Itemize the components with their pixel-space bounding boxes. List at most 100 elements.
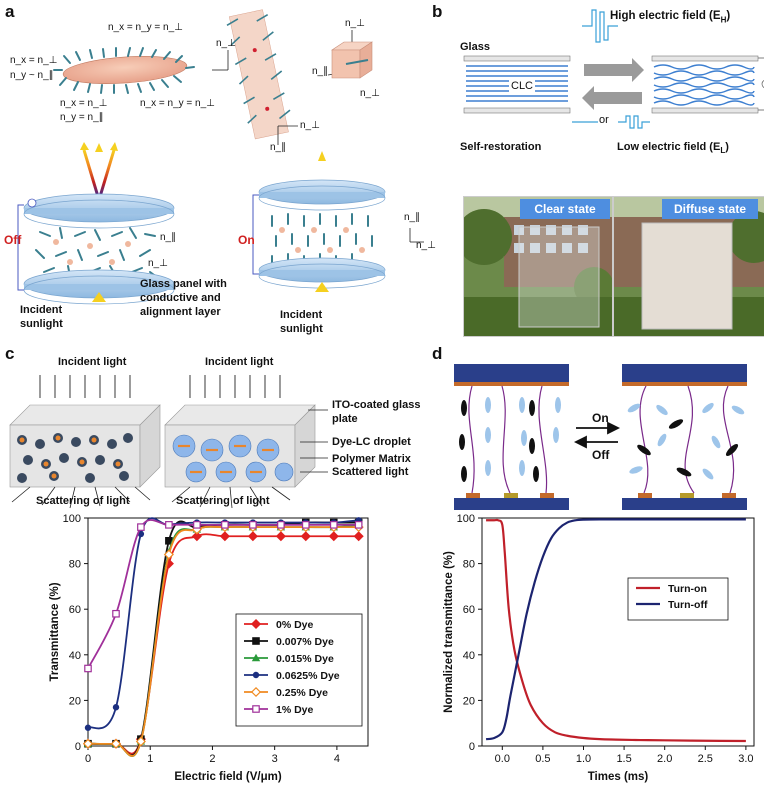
off-label: Off	[4, 233, 22, 247]
incident-light-label-2: Incident light	[205, 356, 274, 368]
clear-state-photo	[463, 196, 613, 337]
panel-label-b: b	[432, 2, 443, 21]
on-label: On	[238, 233, 255, 247]
data-point	[163, 549, 174, 560]
legend-label: Turn-on	[668, 583, 707, 595]
x-axis-label: Times (ms)	[588, 771, 649, 783]
incident-sunlight-left-label: Incident sunlight	[20, 304, 63, 330]
data-point	[165, 521, 173, 529]
helix-n-perp-label-2: n_⊥	[300, 120, 320, 131]
x-tick-label: 2.0	[657, 753, 672, 765]
glass-panel-label: Glass panel with conductive and alignmen…	[140, 278, 227, 318]
x-tick-label: 1	[147, 753, 153, 765]
series-turn-on	[486, 518, 746, 743]
on-n-perp-label: n_⊥	[416, 240, 436, 251]
forward-arrow-icon	[584, 58, 644, 82]
legend-label: 0.25% Dye	[276, 687, 328, 699]
series-line	[485, 518, 746, 741]
y-tick-label: 80	[69, 559, 81, 571]
data-point	[112, 704, 120, 711]
off-n-perp-label: n_⊥	[148, 258, 168, 269]
scattering-label-2: Scattering of light	[176, 495, 270, 507]
data-point	[328, 531, 339, 542]
diffuse-state-photo	[613, 196, 764, 337]
y-tick-label: 20	[69, 695, 81, 707]
cube-n-par-label: n_∥	[312, 66, 329, 77]
data-point	[219, 531, 230, 542]
data-point	[354, 521, 363, 529]
data-point	[329, 521, 338, 529]
on-n-par-label: n_∥	[404, 212, 421, 223]
x-axis-label: Electric field (V/μm)	[174, 771, 282, 783]
data-point	[247, 531, 258, 542]
rod-top-label: n_x = n_y = n_⊥	[108, 22, 183, 33]
data-point	[82, 738, 94, 749]
plot-frame	[87, 517, 369, 747]
y-axis-label: Normalized transmittance (%)	[443, 551, 455, 713]
high-field-pulse-icon	[582, 9, 618, 43]
diffuse-state-tag: Diffuse state	[662, 199, 758, 219]
off-transition-label: Off	[592, 448, 610, 462]
lc-rod-icon	[53, 47, 195, 94]
series-line	[486, 518, 746, 743]
rod-bottom-left-label-1: n_x = n_⊥	[60, 98, 108, 109]
y-tick-label: 80	[463, 559, 475, 571]
x-tick-label: 3	[272, 753, 278, 765]
series-line	[87, 517, 359, 730]
data-point	[252, 705, 260, 713]
legend-label: 0.015% Dye	[276, 653, 334, 665]
data-point	[250, 686, 262, 698]
clc-label: CLC	[509, 80, 536, 92]
y-tick-label: 60	[463, 604, 475, 616]
panel-label-d: d	[432, 344, 443, 363]
panel-c-diagram	[9, 375, 328, 509]
legend-label: 0.0625% Dye	[276, 670, 340, 682]
data-point	[251, 653, 261, 662]
backward-arrow-icon	[582, 86, 642, 110]
y-tick-label: 100	[457, 513, 475, 525]
high-field-label: High electric field (EH)	[610, 10, 731, 25]
x-tick-label: 3.0	[738, 753, 753, 765]
y-tick-label: 40	[69, 650, 81, 662]
cube-n-perp-label-2: n_⊥	[360, 88, 380, 99]
y-axis-label: Transmittance (%)	[49, 582, 61, 681]
or-label: or	[599, 114, 609, 126]
legend-label: 1% Dye	[276, 704, 314, 716]
data-point	[84, 664, 92, 673]
x-tick-label: 4	[334, 753, 340, 765]
data-point	[135, 736, 146, 747]
off-n-par-label: n_∥	[160, 232, 177, 243]
data-point	[110, 738, 122, 749]
incident-sunlight-right-label: Incident sunlight	[280, 309, 323, 335]
self-restoration-label: Self-restoration	[460, 141, 542, 153]
data-point	[112, 609, 120, 618]
ito-label: ITO-coated glass plate	[332, 399, 421, 425]
off-cell-diagram	[17, 142, 175, 340]
panel-label-c: c	[5, 344, 15, 363]
panel-d-diagram	[454, 364, 747, 510]
data-point	[300, 531, 311, 542]
helix-n-perp-label: n_⊥	[216, 38, 236, 49]
panel-b-diagram	[463, 9, 764, 129]
data-point	[277, 521, 285, 529]
low-field-pulse-icon	[618, 115, 650, 129]
clc-cell-diffuse	[651, 55, 764, 114]
x-tick-label: 1.5	[616, 753, 631, 765]
data-point	[275, 531, 286, 542]
rod-left-label-2: n_y ~ n_∥	[10, 70, 54, 81]
x-tick-label: 0.0	[495, 753, 510, 765]
y-tick-label: 40	[463, 650, 475, 662]
glass-label: Glass	[460, 41, 490, 53]
y-tick-label: 20	[463, 695, 475, 707]
rod-left-label-1: n_x = n_⊥	[10, 55, 58, 66]
data-point	[193, 521, 201, 529]
scattered-light-label: Scattered light	[332, 466, 409, 478]
y-tick-label: 0	[75, 741, 81, 753]
panel-label-a: a	[5, 2, 15, 21]
x-tick-label: 1.0	[576, 753, 591, 765]
legend-label: 0% Dye	[276, 619, 314, 631]
lc-cube-icon	[331, 41, 373, 79]
y-tick-label: 0	[469, 741, 475, 753]
